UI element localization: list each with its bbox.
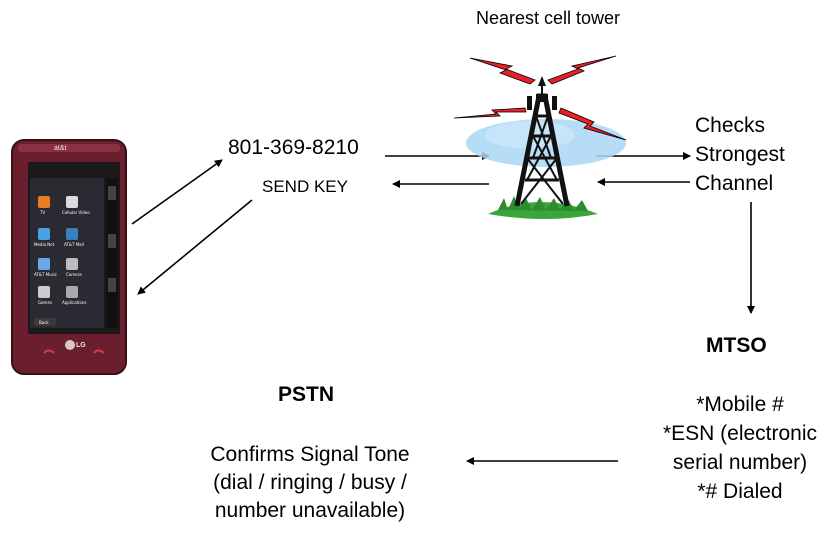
app-label-media-net: Media Net: [34, 242, 55, 247]
pstn-line: number unavailable): [214, 499, 406, 522]
lightning-signals: [453, 55, 627, 141]
mtso-items: *Mobile # *ESN (electronic serial number…: [640, 390, 835, 506]
mtso-item: serial number): [672, 451, 808, 474]
app-label-back: Back: [39, 320, 49, 325]
sendkey-to-phone-arrow: [137, 199, 253, 295]
maker-logo: LG: [76, 342, 86, 349]
send-key-label: SEND KEY: [262, 177, 348, 196]
mtso-item: *ESN (electronic: [662, 422, 818, 445]
app-label-cellular-video: Cellular Video: [62, 210, 90, 215]
mobile-phone: at&t LG TV Cellular Video Media Net AT&T…: [10, 138, 130, 378]
app-label-att-mall: AT&T Mall: [64, 242, 84, 247]
mtso-item: *# Dialed: [697, 480, 783, 503]
app-label-camera: Camera: [66, 272, 82, 277]
pstn-line: (dial / ringing / busy /: [213, 471, 407, 494]
tower-title: Nearest cell tower: [475, 8, 621, 28]
pstn-line: Confirms Signal Tone: [210, 443, 410, 466]
phone-body-icon: [11, 139, 127, 375]
channel-check-text: Checks Strongest Channel: [695, 111, 785, 198]
app-label-games: Games: [38, 300, 52, 305]
app-label-att-music: AT&T Music: [34, 272, 58, 277]
channel-check-line: Channel: [695, 172, 774, 195]
channel-check-line: Checks: [695, 114, 766, 137]
phone-to-number-arrow: [131, 159, 223, 225]
dialed-number: 801-369-8210: [228, 136, 359, 159]
carrier-logo: at&t: [54, 145, 67, 152]
app-label-applications: Applications: [62, 300, 87, 305]
channel-check-line: Strongest: [695, 143, 785, 166]
pstn-title: PSTN: [278, 383, 335, 406]
cell-tower-icon: [466, 76, 626, 219]
mtso-title: MTSO: [706, 334, 767, 357]
pstn-description: Confirms Signal Tone (dial / ringing / b…: [180, 441, 440, 525]
app-label-tv: TV: [40, 210, 46, 215]
mtso-item: *Mobile #: [696, 393, 784, 416]
